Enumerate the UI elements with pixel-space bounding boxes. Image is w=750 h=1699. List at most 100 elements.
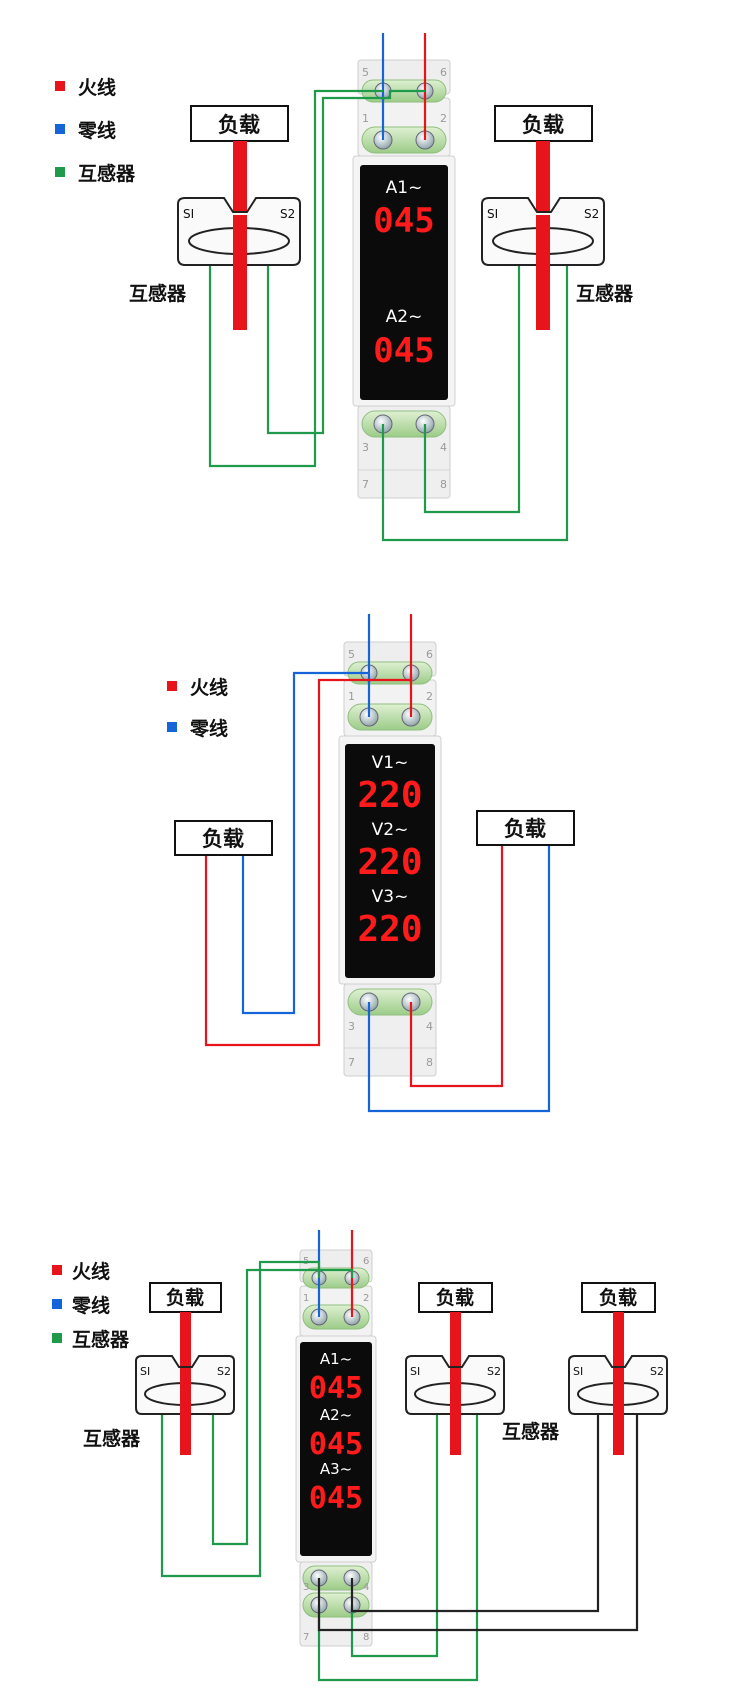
channel-a2-value: 045 (373, 331, 434, 371)
ct-label-left-3: 互感器 (83, 1427, 141, 1450)
legend-1: 火线 零线 互感器 (55, 76, 136, 185)
ct-s2-label: S2 (650, 1365, 664, 1378)
live-legend-swatch (167, 681, 177, 691)
pin-7-label: 7 (348, 1056, 355, 1069)
pin-6-label: 6 (426, 648, 433, 661)
pin-4-label: 4 (440, 441, 447, 454)
channel-a1-label: A1~ (386, 178, 423, 198)
pin-7-label: 7 (362, 478, 369, 491)
pin-4-label: 4 (426, 1020, 433, 1033)
pin-6-label: 6 (440, 66, 447, 79)
ct-s1-label: SI (140, 1365, 150, 1378)
pin-6-label: 6 (363, 1256, 369, 1267)
load-left-3: 负载 SI S2 互感器 (83, 1282, 235, 1455)
ct-s2-label: S2 (584, 207, 599, 221)
diagram-1: 火线 零线 互感器 5 6 1 2 A1~ 04 (55, 33, 634, 542)
legend-neutral-label: 零线 (77, 119, 116, 142)
pin-3-label: 3 (348, 1020, 355, 1033)
neutral-legend-swatch (167, 722, 177, 732)
pin-5-label: 5 (362, 66, 369, 79)
meter-device-3: 5 6 1 2 A1~ 045 A2~ 045 A3~ 045 3 4 7 8 (295, 1249, 377, 1647)
channel-a3-value: 045 (309, 1481, 363, 1516)
load-middle-3: 负载 SI S2 互感器 (405, 1282, 560, 1455)
ct-legend-swatch (55, 167, 65, 177)
pin-4-label: 4 (363, 1582, 369, 1593)
ct2-wire-to-terminal-4 (423, 265, 521, 514)
load-right-1: 负载 SI S2 互感器 (481, 105, 634, 330)
display-screen-1 (360, 165, 448, 400)
load-label: 负载 (522, 113, 564, 137)
channel-v2-label: V2~ (372, 820, 409, 840)
channel-v1-label: V1~ (372, 753, 409, 773)
pin-8-label: 8 (426, 1056, 433, 1069)
ct-s1-label: SI (410, 1365, 420, 1378)
ct1-wire-a (211, 1268, 354, 1546)
load-label: 负载 (202, 827, 244, 851)
load-label: 负载 (166, 1286, 204, 1309)
load-left-live-wire (204, 673, 413, 1047)
pin-1-label: 1 (362, 112, 369, 125)
load-label: 负载 (599, 1286, 637, 1309)
ct-legend-swatch (52, 1333, 62, 1343)
live-legend-swatch (55, 81, 65, 91)
ct2-wire-to-terminal-3 (381, 265, 569, 542)
channel-a1-value: 045 (373, 201, 434, 241)
meter-device-1: 5 6 1 2 A1~ 045 A2~ 045 3 4 7 8 (352, 59, 456, 499)
neutral-legend-swatch (55, 124, 65, 134)
load-left-neutral-wire (241, 671, 369, 1015)
ct-label-left-1: 互感器 (129, 282, 187, 305)
channel-a3-label: A3~ (320, 1460, 352, 1478)
pin-1-label: 1 (348, 690, 355, 703)
pin-2-label: 2 (426, 690, 433, 703)
legend-ct-label: 互感器 (72, 1328, 130, 1351)
live-legend-swatch (52, 1265, 62, 1275)
channel-a2-label: A2~ (320, 1406, 352, 1424)
pin-5-label: 5 (348, 648, 355, 661)
ct3-wire-a (317, 1414, 639, 1632)
load-left-1: 负载 SI S2 互感器 (129, 105, 301, 330)
load-right-2: 负载 (476, 810, 575, 846)
channel-v2-value: 220 (357, 842, 422, 883)
pin-7-label: 7 (303, 1632, 309, 1643)
meter-device-2: 5 6 1 2 V1~ 220 V2~ 220 V3~ 220 3 4 7 8 (338, 641, 442, 1077)
pin-3-label: 3 (362, 441, 369, 454)
ct1-wire-b (160, 1260, 321, 1578)
channel-a2-label: A2~ (386, 307, 423, 327)
load-label: 负载 (218, 113, 260, 137)
ct2-wire-a (317, 1414, 479, 1682)
channel-v3-value: 220 (357, 909, 422, 950)
neutral-legend-swatch (52, 1299, 62, 1309)
legend-live-label: 火线 (78, 76, 116, 99)
ct-s1-label: SI (183, 207, 194, 221)
channel-a2-value: 045 (309, 1427, 363, 1462)
ct-s2-label: S2 (487, 1365, 501, 1378)
ct-s1-label: SI (573, 1365, 583, 1378)
diagram-3: 火线 零线 互感器 5 6 1 2 A1~ 045 A2~ 045 (52, 1230, 668, 1682)
display-screen-2 (345, 744, 435, 978)
load-right-live-wire (409, 845, 504, 1088)
legend-ct-label: 互感器 (78, 162, 136, 185)
load-right-3: 负载 SI S2 (568, 1282, 668, 1455)
pin-1-label: 1 (303, 1293, 309, 1304)
load-right-neutral-wire (367, 845, 551, 1113)
ct1-wire-to-terminal-5 (208, 89, 383, 468)
channel-a1-label: A1~ (320, 1350, 352, 1368)
pin-2-label: 2 (440, 112, 447, 125)
ct-s2-label: S2 (217, 1365, 231, 1378)
legend-3: 火线 零线 互感器 (52, 1260, 130, 1351)
pin-8-label: 8 (363, 1632, 369, 1643)
legend-neutral-label: 零线 (189, 717, 228, 740)
diagram-2: 火线 零线 5 6 1 2 V1~ 220 V2~ 220 V3~ (167, 614, 575, 1113)
ct-s1-label: SI (487, 207, 498, 221)
pin-3-label: 3 (303, 1582, 309, 1593)
ct3-wire-b (350, 1414, 600, 1613)
display-screen-3 (300, 1342, 372, 1556)
load-label: 负载 (436, 1286, 474, 1309)
channel-a1-value: 045 (309, 1371, 363, 1406)
pin-2-label: 2 (363, 1293, 369, 1304)
channel-v1-value: 220 (357, 775, 422, 816)
pin-8-label: 8 (440, 478, 447, 491)
ct1-wire-to-terminal-6 (266, 89, 425, 435)
ct-label-middle-3: 互感器 (502, 1420, 560, 1443)
